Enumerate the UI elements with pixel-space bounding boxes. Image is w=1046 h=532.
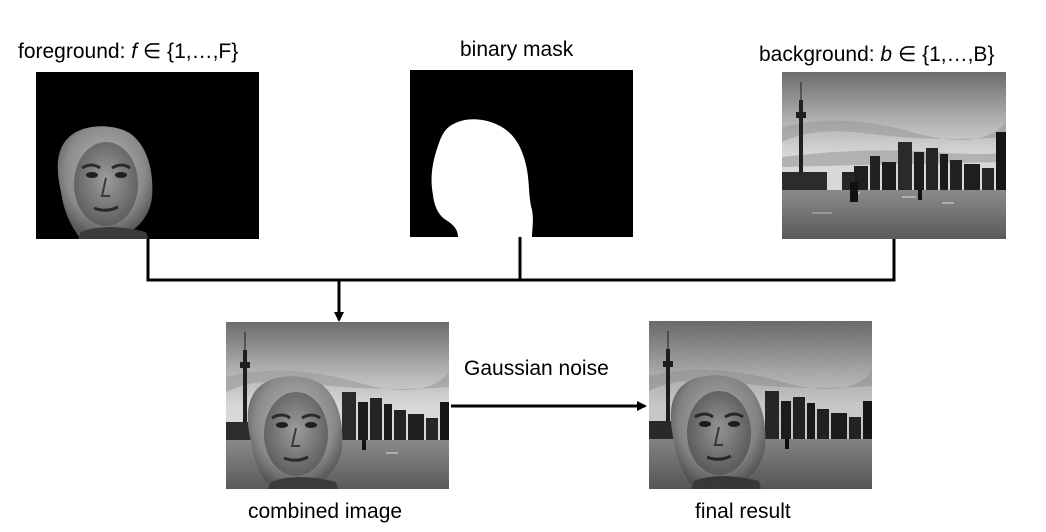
face-over-skyline-icon — [226, 322, 449, 489]
final-image — [649, 321, 872, 489]
mask-label: binary mask — [460, 38, 574, 61]
silhouette-mask-icon — [410, 70, 633, 237]
background-label-prefix: background: — [759, 43, 881, 66]
combined-label: combined image — [248, 500, 403, 523]
background-label: background: b ∈ {1,…,B} — [759, 43, 994, 67]
background-label-var: b — [880, 43, 893, 66]
background-image — [782, 72, 1006, 239]
combined-image — [226, 322, 449, 489]
foreground-label-var: f — [131, 40, 138, 63]
noisy-face-over-skyline-icon — [649, 321, 872, 489]
final-label: final result — [695, 500, 791, 523]
foreground-label: foreground: f ∈ {1,…,F} — [18, 40, 238, 64]
mask-image — [410, 70, 633, 237]
background-label-suffix: ∈ {1,…,B} — [892, 43, 995, 66]
face-on-black-icon — [36, 72, 259, 239]
foreground-image — [36, 72, 259, 239]
noise-label: Gaussian noise — [464, 357, 609, 380]
city-skyline-icon — [782, 72, 1006, 239]
foreground-label-prefix: foreground: — [18, 40, 132, 63]
foreground-label-suffix: ∈ {1,…,F} — [137, 40, 239, 63]
